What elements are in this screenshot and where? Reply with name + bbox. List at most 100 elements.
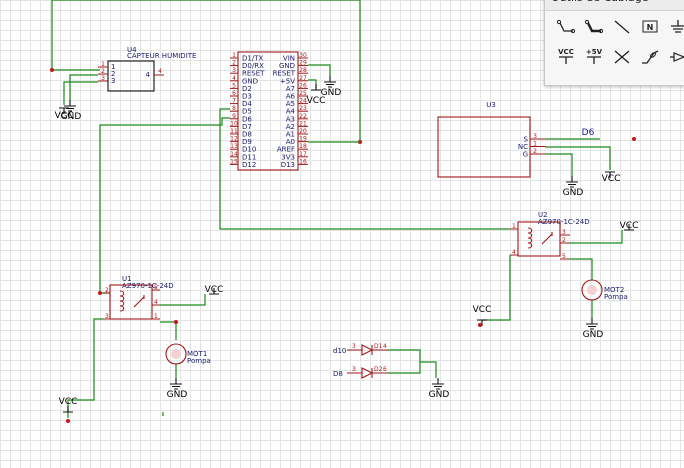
u3-pin-number: 1 bbox=[533, 141, 537, 148]
mcu-pin-number: 23 bbox=[299, 105, 307, 112]
mcu-pin-label: D13 bbox=[281, 161, 295, 169]
wire-u3-vcc bbox=[545, 146, 611, 170]
vcc-label: VCC bbox=[59, 397, 78, 407]
vcc-tool-text: VCC bbox=[558, 48, 574, 56]
u2-part: AZ970-1C-24D bbox=[538, 218, 590, 226]
u4-pin-number: 4 bbox=[158, 68, 162, 75]
wire-u1-mot bbox=[160, 321, 177, 340]
plus5v-tool[interactable]: +5V bbox=[581, 45, 607, 69]
wiring-tools-title: Outils de Cablage bbox=[545, 0, 684, 11]
mcu-pin-number: 16 bbox=[299, 158, 307, 165]
line-tool-icon[interactable] bbox=[609, 15, 635, 39]
u4-pin-label: 1 bbox=[111, 63, 115, 71]
bus-tool-icon[interactable] bbox=[581, 15, 607, 39]
vcc-label: VCC bbox=[55, 111, 74, 121]
u3-net-label: D6 bbox=[582, 128, 595, 138]
mcu-pin-label: RESET bbox=[242, 70, 265, 78]
d2-pin-number: 6 bbox=[383, 366, 387, 373]
vcc-tool[interactable]: VCC bbox=[553, 45, 579, 69]
mcu-pin-label: 3V3 bbox=[281, 153, 295, 161]
mot2-rotor-icon bbox=[587, 285, 597, 295]
wire-u4-vcc bbox=[63, 81, 98, 105]
mcu-pin-number: 11 bbox=[230, 128, 238, 135]
mcu-pin-number: 4 bbox=[232, 75, 236, 82]
probe-tool-icon[interactable] bbox=[637, 45, 663, 69]
plus5v-tool-text: +5V bbox=[586, 48, 603, 56]
net-label-tool[interactable]: N bbox=[637, 15, 663, 39]
u4-pin-number: 2 bbox=[101, 68, 105, 75]
ground-icon bbox=[64, 100, 76, 112]
mcu-pin-label: D9 bbox=[242, 138, 252, 146]
mcu-pin-label: VIN bbox=[283, 55, 295, 63]
vcc-icon bbox=[63, 406, 73, 413]
mcu-pin-number: 18 bbox=[299, 143, 307, 150]
mcu-pin-label: D10 bbox=[242, 146, 256, 154]
mcu-pin-number: 20 bbox=[299, 128, 307, 135]
mcu-pin-label: AREF bbox=[277, 146, 295, 154]
mcu-pin-label: GND bbox=[242, 77, 258, 85]
mcu-pin-label: D5 bbox=[242, 108, 252, 116]
u2-pin-number: 5 bbox=[562, 253, 566, 260]
ground-icon bbox=[586, 318, 598, 330]
mcu-pin-label: A6 bbox=[286, 93, 296, 101]
vcc-label: VCC bbox=[620, 221, 639, 231]
u4-pin-number: 1 bbox=[101, 61, 105, 68]
d2-icon bbox=[361, 367, 374, 379]
u2-switch-icon bbox=[541, 232, 553, 245]
junction-dot bbox=[98, 291, 102, 295]
mcu-pin-label: RESET bbox=[273, 70, 296, 78]
mcu-pin-label: D1/TX bbox=[242, 55, 263, 63]
junction-dot bbox=[632, 137, 636, 141]
u4-pin-label: 3 bbox=[111, 77, 115, 85]
mcu-pin-label: A4 bbox=[286, 108, 296, 116]
u1-pin-number: 2 bbox=[105, 287, 109, 294]
no-connect-tool-icon[interactable] bbox=[609, 45, 635, 69]
vcc-icon bbox=[209, 288, 219, 295]
vcc-icon bbox=[624, 224, 634, 231]
power-flag-tool-icon[interactable] bbox=[665, 45, 684, 69]
ground-tool-icon[interactable] bbox=[665, 15, 684, 39]
junction-dot bbox=[174, 320, 178, 324]
mcu-pin-number: 26 bbox=[299, 82, 307, 89]
u1-coil-icon bbox=[119, 290, 125, 312]
u2-ref: U2 bbox=[538, 211, 548, 219]
d2-ref: D2 bbox=[374, 366, 383, 373]
u1-switch-icon bbox=[133, 295, 145, 308]
u1-pin-number: 5 bbox=[154, 284, 158, 291]
mcu-pin-number: 19 bbox=[299, 136, 307, 143]
mot1-ref: MOT1 bbox=[187, 350, 207, 358]
u2-pin-number: 2 bbox=[562, 237, 566, 244]
d2-pin-number: 3 bbox=[352, 366, 356, 373]
mcu-pin-number: 10 bbox=[230, 120, 238, 127]
mcu-pin-number: 17 bbox=[299, 151, 307, 158]
u3-pin-label: NC bbox=[518, 143, 528, 151]
mcu-pin-number: 1 bbox=[232, 52, 236, 59]
ground-symbol bbox=[64, 100, 76, 112]
mot2-value: Pompa bbox=[604, 293, 628, 301]
ground-symbol bbox=[324, 76, 336, 88]
ground-label: GND bbox=[167, 390, 188, 400]
mcu-pin-number: 28 bbox=[299, 67, 307, 74]
ground-symbol bbox=[170, 378, 182, 390]
mcu-pin-label: GND bbox=[279, 62, 295, 70]
wire-tool-icon[interactable] bbox=[553, 15, 579, 39]
d1-pin-number: 3 bbox=[352, 343, 356, 350]
mcu-pin-label: D7 bbox=[242, 123, 252, 131]
u3-pin-number: 2 bbox=[533, 148, 537, 155]
wire-u2-mot bbox=[570, 258, 593, 280]
ground-symbol bbox=[586, 318, 598, 330]
wiring-tools-panel[interactable]: Outils de Cablage N VCC +5V bbox=[544, 0, 684, 86]
wire-diode-gnd bbox=[420, 361, 437, 378]
mcu-pin-number: 14 bbox=[230, 151, 238, 158]
u3-pin-label: G bbox=[523, 151, 528, 159]
u4-body bbox=[107, 60, 155, 92]
mcu-pin-label: D0/RX bbox=[242, 62, 264, 70]
junction-dot bbox=[478, 323, 482, 327]
u1-part: AZ970-1C-24D bbox=[122, 282, 174, 290]
mcu-pin-number: 30 bbox=[299, 52, 307, 59]
u1-ref: U1 bbox=[122, 275, 132, 283]
mcu-pin-number: 7 bbox=[232, 98, 236, 105]
wire-mcu-gnd bbox=[308, 64, 331, 76]
vcc-icon bbox=[311, 84, 321, 91]
